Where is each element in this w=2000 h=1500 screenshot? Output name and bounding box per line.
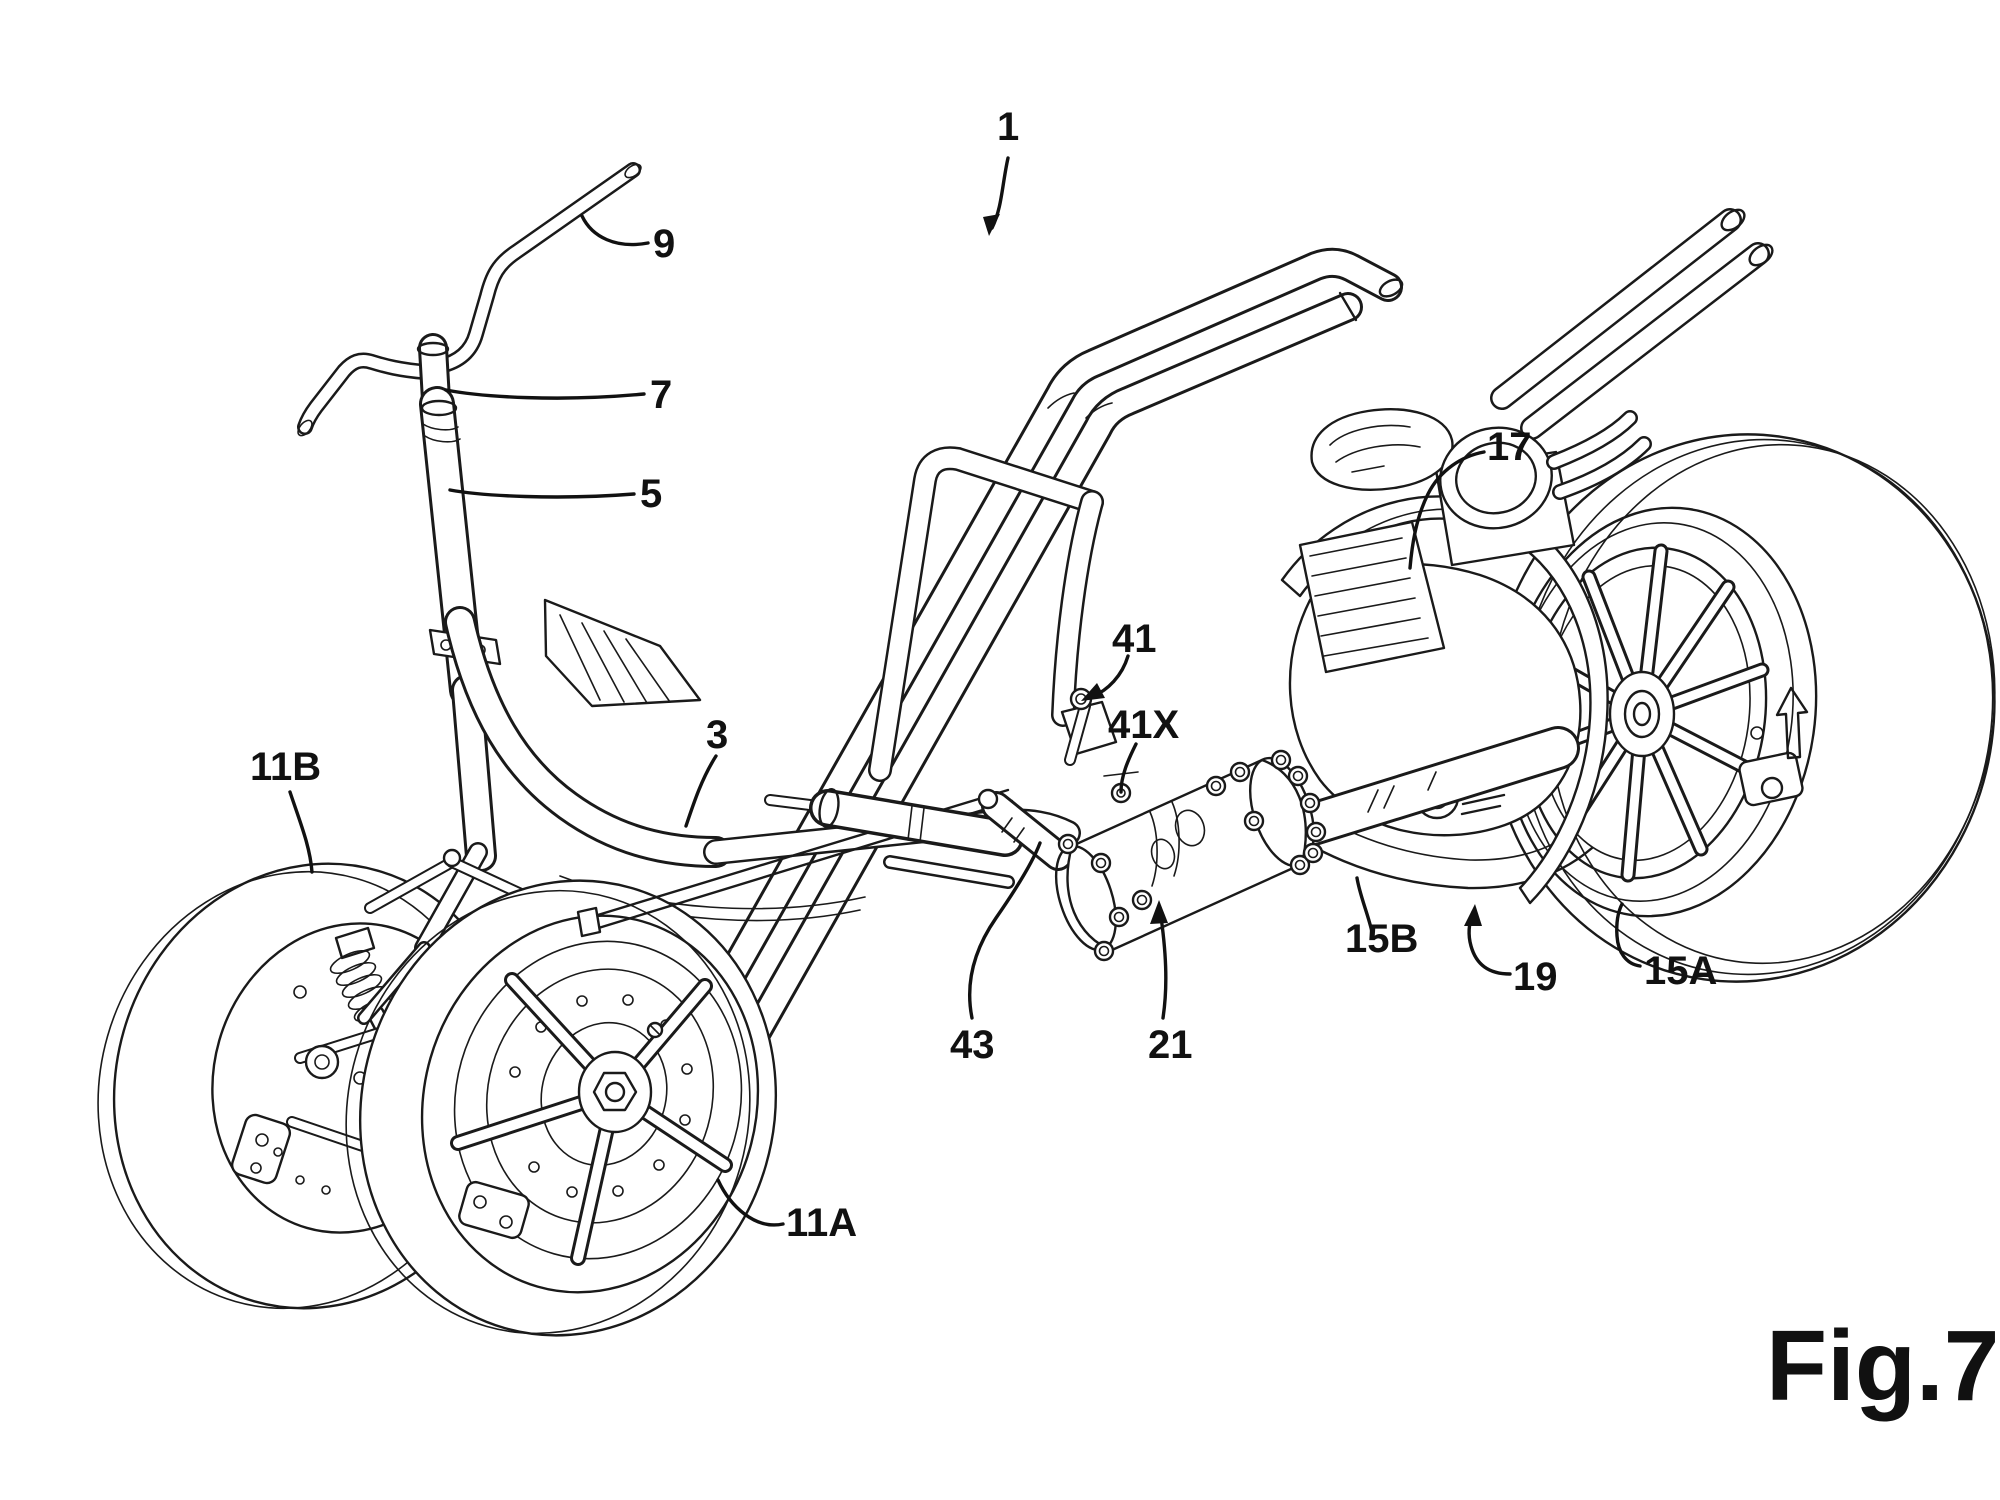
figure-caption: Fig.7	[1766, 1310, 1999, 1422]
ref-label-17: 17	[1487, 425, 1532, 469]
right-grip-end	[624, 163, 642, 179]
seat-rails	[699, 247, 1404, 1045]
ref-label-7: 7	[650, 373, 672, 417]
ref-label-9: 9	[653, 222, 675, 266]
front-left-caliper	[230, 1113, 292, 1185]
leader-17	[1408, 450, 1486, 570]
ref-label-41: 41	[1112, 617, 1157, 661]
left-grip-end	[297, 419, 313, 437]
driveshaft	[1278, 726, 1580, 850]
leader-15A	[1615, 902, 1642, 968]
leader-9	[580, 214, 650, 247]
leader-7	[444, 388, 646, 400]
leader-5	[448, 488, 636, 499]
transmission-unit	[977, 749, 1327, 962]
hub-nut	[592, 1071, 638, 1112]
frame-gusset	[543, 598, 702, 708]
engine-cooling-fins	[1309, 537, 1429, 657]
ref-label-5: 5	[640, 472, 662, 516]
ref-label-3: 3	[706, 713, 728, 757]
engine-air-cleaner-cover	[1310, 408, 1454, 491]
front-brake-disc	[485, 968, 715, 1224]
reference-labels: 1 9 7 5 3 11B 11A 43 21 15B 19 15A 17 41…	[250, 105, 1717, 1245]
rear-grab-rails	[1490, 208, 1774, 440]
leader-11B	[288, 790, 314, 874]
leader-43	[968, 841, 1042, 1020]
ref-label-11A: 11A	[786, 1201, 857, 1245]
transmission-bolts	[1057, 749, 1327, 962]
front-wheel-right	[345, 879, 778, 1337]
stem-top	[416, 341, 450, 357]
ref-label-43: 43	[950, 1023, 995, 1067]
ref-label-21: 21	[1148, 1023, 1193, 1067]
leader-3	[684, 754, 718, 828]
ref-label-19: 19	[1513, 955, 1558, 999]
rotation-arrow-icon	[1775, 686, 1809, 760]
shock-clevis-43	[977, 788, 999, 810]
leader-41X	[1119, 742, 1138, 794]
center-shock	[764, 788, 1024, 889]
ref-label-15A: 15A	[1644, 949, 1717, 993]
reference-leaders	[288, 156, 1642, 1227]
suspension-link-41	[1060, 687, 1139, 804]
ref-label-15B: 15B	[1345, 917, 1418, 961]
ref-label-1: 1	[997, 105, 1019, 149]
ref-label-11B: 11B	[250, 745, 321, 789]
ref-label-41X: 41X	[1108, 703, 1179, 747]
engine-cylinder	[1298, 520, 1446, 674]
leader-11A	[716, 1178, 785, 1227]
leader-15B	[1355, 876, 1374, 934]
